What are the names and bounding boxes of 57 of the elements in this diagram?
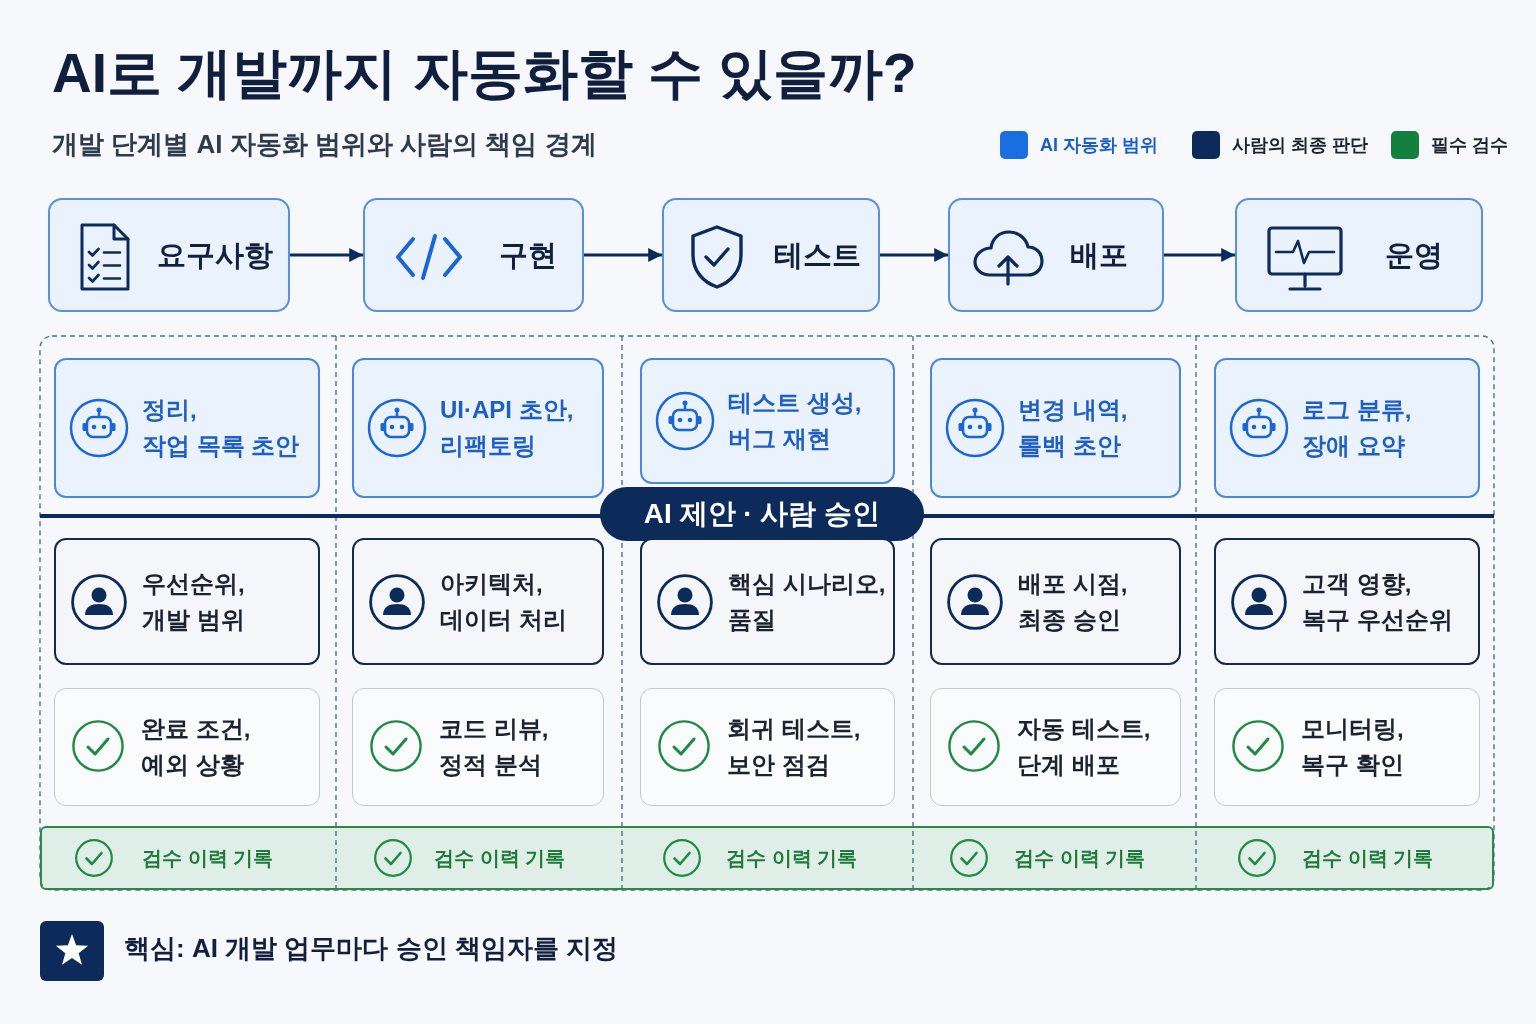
legend-label: 사람의 최종 판단 bbox=[1232, 134, 1368, 157]
legend-label: AI 자동화 범위 bbox=[1040, 134, 1158, 157]
card-text: 아키텍처, 데이터 처리 bbox=[440, 568, 567, 635]
card-text: 로그 분류, 장애 요약 bbox=[1302, 395, 1412, 461]
stage-label: 운영 bbox=[1385, 237, 1443, 273]
ai-task-card bbox=[640, 358, 895, 484]
stage-label: 배포 bbox=[1070, 237, 1128, 273]
log-band bbox=[40, 826, 1494, 890]
arrow bbox=[584, 248, 662, 262]
approval-card bbox=[352, 538, 604, 665]
stage-box bbox=[662, 198, 880, 312]
ai-task-card bbox=[1214, 358, 1480, 498]
card-text: UI·API 초안, 리팩토링 bbox=[440, 395, 574, 461]
approval-card bbox=[640, 538, 895, 665]
ai-task-card bbox=[54, 358, 320, 498]
pill-label: AI 제안 · 사람 승인 bbox=[600, 487, 924, 541]
stage-box bbox=[1235, 198, 1483, 312]
card-text: 회귀 테스트, 보안 점검 bbox=[727, 714, 861, 780]
legend-label: 필수 검수 bbox=[1431, 134, 1508, 157]
card-text: 변경 내역, 롤백 초안 bbox=[1018, 395, 1128, 461]
card-text: 자동 테스트, 단계 배포 bbox=[1017, 714, 1151, 780]
stage-box bbox=[948, 198, 1164, 312]
stage-box bbox=[363, 198, 584, 312]
review-card bbox=[1214, 688, 1480, 806]
arrow bbox=[1164, 248, 1235, 262]
stage-box bbox=[48, 198, 290, 312]
log-label: 검수 이력 기록 bbox=[726, 846, 858, 870]
review-card bbox=[54, 688, 320, 806]
card-text: 고객 영향, 복구 우선순위 bbox=[1302, 568, 1453, 635]
stage-label: 테스트 bbox=[774, 237, 861, 273]
title: AI로 개발까지 자동화할 수 있을까? bbox=[52, 41, 917, 106]
card-text: 핵심 시나리오, 품질 bbox=[728, 568, 886, 635]
card-text: 배포 시점, 최종 승인 bbox=[1018, 568, 1128, 635]
stage-label: 구현 bbox=[499, 237, 557, 273]
note-text: 핵심: AI 개발 업무마다 승인 책임자를 지정 bbox=[124, 932, 618, 965]
card-text: 테스트 생성, 버그 재현 bbox=[728, 388, 862, 454]
ai-task-card bbox=[352, 358, 604, 498]
log-label: 검수 이력 기록 bbox=[142, 846, 274, 870]
ai-task-card bbox=[930, 358, 1181, 498]
arrow bbox=[880, 248, 948, 262]
review-card bbox=[930, 688, 1181, 806]
card-text: 우선순위, 개발 범위 bbox=[142, 568, 245, 635]
approval-card bbox=[1214, 538, 1480, 665]
log-label: 검수 이력 기록 bbox=[434, 846, 566, 870]
arrow bbox=[290, 248, 363, 262]
subtitle: 개발 단계별 AI 자동화 범위와 사람의 책임 경계 bbox=[52, 128, 597, 161]
log-label: 검수 이력 기록 bbox=[1302, 846, 1434, 870]
approval-card bbox=[930, 538, 1181, 665]
card-text: 완료 조건, 예외 상황 bbox=[141, 714, 251, 780]
card-text: 코드 리뷰, 정적 분석 bbox=[439, 714, 549, 780]
card-text: 정리, 작업 목록 초안 bbox=[142, 395, 300, 461]
review-card bbox=[640, 688, 895, 806]
stage-label: 요구사항 bbox=[157, 237, 273, 273]
card-text: 모니터링, 복구 확인 bbox=[1301, 714, 1404, 780]
approval-card bbox=[54, 538, 320, 665]
log-label: 검수 이력 기록 bbox=[1014, 846, 1146, 870]
review-card bbox=[352, 688, 604, 806]
